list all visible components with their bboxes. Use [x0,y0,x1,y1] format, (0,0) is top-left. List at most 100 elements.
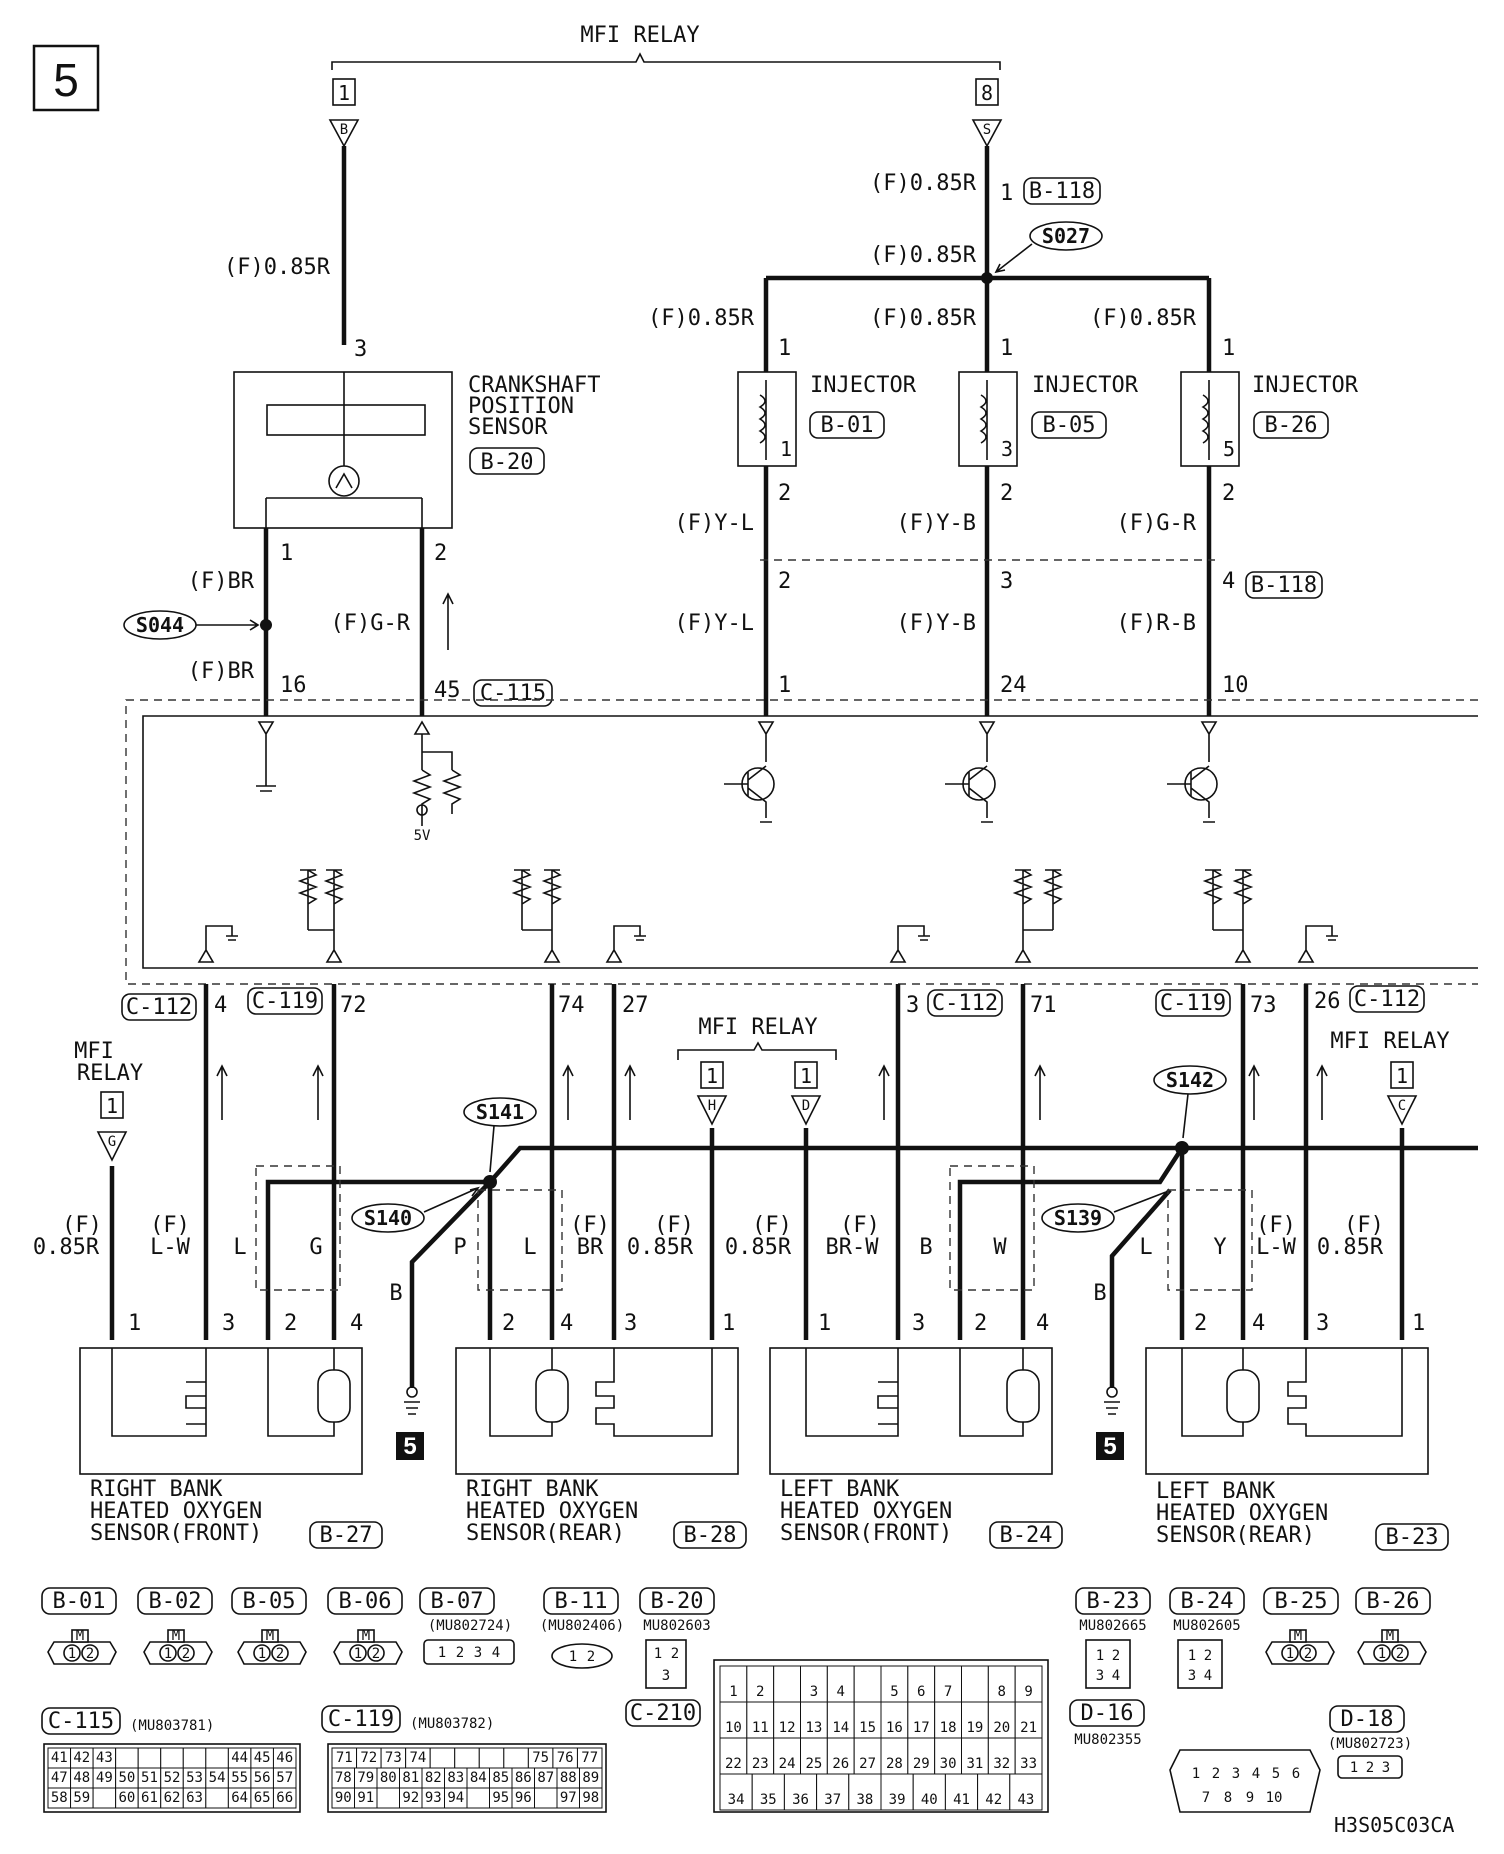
inj1-pin-out: 2 [778,481,791,506]
leg-b20-p1: 1 [654,1646,662,1662]
leg-c119-tag [321,1705,401,1733]
inj2-ecu-pin: 24 [1000,673,1027,698]
ecu-pin-74: 74 [558,993,585,1018]
leg-b07-p1: 1 [438,1645,446,1661]
leg-b07-body [423,1639,515,1665]
leg-c119-cell [466,1787,490,1809]
leg-c115-pin-label: 49 [96,1770,113,1786]
ecu-inner [142,715,1478,969]
ground-right-terminal [1106,1386,1118,1398]
leg-b20-p3: 3 [662,1668,670,1684]
leg-c119-pin-label: 76 [557,1750,574,1766]
injector-3: (F)0.85R 1 5 INJECTOR B-26 2 (F)G-R 4 (F… [1090,278,1359,716]
top-mfi-relay-label: MFI RELAY [580,23,699,48]
relay-mid-num2: 1 [800,1064,812,1088]
leg-c115-pin-label: 53 [186,1770,203,1786]
crank-sensor-element [266,404,426,436]
o2-2-conn-tag [673,1521,747,1549]
o2-4-conn-tag [1375,1523,1449,1551]
o2-2-line2: HEATED OXYGEN [466,1499,638,1524]
inj1-num: 1 [780,437,792,461]
leg-c210-pin-label: 37 [824,1792,841,1808]
leg-b23-p2: 2 [1112,1648,1120,1664]
relay-right-num: 1 [1396,1064,1408,1088]
ground-right-lines [1104,1401,1120,1415]
o2-4-line2: HEATED OXYGEN [1156,1501,1328,1526]
inj3-pin-out: 2 [1222,481,1235,506]
leg-c210-pin-label: 4 [837,1684,845,1700]
leg-c115-cell [160,1747,184,1769]
leg-d16-p9: 9 [1246,1790,1254,1806]
ecu-pin-4: 4 [214,993,227,1018]
leg-c210-pin-label: 30 [940,1756,957,1772]
leg-c210-cell [719,1773,753,1811]
leg-b26: B-26 [1367,1589,1420,1614]
leg-d16-p1: 1 [1192,1766,1200,1782]
o2-sensor-4: 2 4 3 1 LEFT BANK HEATED OXYGEN SENSOR(R… [1145,1311,1449,1551]
leg-b26-tag [1355,1587,1431,1615]
o2-4-conn: B-23 [1386,1525,1439,1550]
leg-c210-cell [1014,1665,1043,1703]
splice-s044-label: S044 [136,613,184,637]
crank-name-line2: POSITION [468,394,574,419]
inj2-label: INJECTOR [1032,373,1139,398]
leg-c115-pin-label: 51 [141,1770,158,1786]
leg-c119-pin-label: 91 [357,1790,374,1806]
leg-b07-p3: 3 [474,1645,482,1661]
wire-ground-left [409,1180,492,1388]
splice-s139-label: S139 [1054,1206,1102,1230]
leg-b01-p2: 2 [86,1646,94,1662]
leg-b06-p1: 1 [354,1646,362,1662]
crank-name-line1: CRANKSHAFT [468,373,600,398]
leg-b02-m: M [172,1628,180,1644]
ecu-c112-right: C-112 [1354,987,1420,1012]
inj1-wire-ecu: (F)Y-L [675,611,754,636]
leg-d16-p10: 10 [1266,1790,1283,1806]
wl-085r-2: 0.85R [627,1235,694,1260]
inj-top-wire2: (F)0.85R [870,243,977,268]
leg-c210-pin-label: 2 [756,1684,764,1700]
leg-d16-p2: 2 [1212,1766,1220,1782]
wl-b-2: B [919,1235,932,1260]
leg-b01: B-01 [53,1589,106,1614]
leg-c119-pin-label: 88 [560,1770,577,1786]
o2-1-line2: HEATED OXYGEN [90,1499,262,1524]
leg-b26-p2: 2 [1396,1646,1404,1662]
crank-ecu-pin16: 16 [280,673,307,698]
injector-1: (F)0.85R 1 1 INJECTOR B-01 2 (F)Y-L 2 (F… [648,278,917,716]
relay-left-line2: RELAY [77,1061,143,1086]
o2-2-pin-d: 1 [722,1311,735,1336]
leg-c119-pin-label: 84 [470,1770,487,1786]
leg-c210-pin-label: 18 [940,1720,957,1736]
leg-c210-pin-label: 6 [917,1684,925,1700]
splice-s142-pointer [1182,1093,1189,1139]
wl-085r-1: 0.85R [33,1235,100,1260]
relay-mid-box2 [794,1061,818,1089]
o2-4-pin-c: 3 [1316,1311,1329,1336]
o2-3-conn: B-24 [1000,1523,1053,1548]
wl-g-1: G [309,1235,322,1260]
leg-c119: C-119 [328,1707,394,1732]
leg-b24: B-24 [1181,1589,1234,1614]
leg-b02-p2: 2 [182,1646,190,1662]
leg-b11-part: (MU802406) [540,1618,624,1634]
leg-c210-cell [880,1701,909,1739]
relay-mid-num1: 1 [706,1064,718,1088]
o2-3-heater [1006,1369,1040,1423]
o2-1-heater [317,1369,351,1423]
wl-p-1: P [453,1235,466,1260]
leg-b07-part: (MU802724) [428,1618,512,1634]
wl-y-1: Y [1213,1235,1226,1260]
inj2-pin-in: 1 [1000,336,1013,361]
splice-s139 [1041,1203,1115,1233]
ecu-pin72-heater [297,869,345,963]
bottom-wire-labels: (F) 0.85R (F) L-W L G B P L (F) BR (F) 0… [33,1213,1384,1306]
leg-c119-cell [534,1787,558,1809]
inj3-coil [1201,380,1210,460]
splice-s141-dot [483,1175,497,1189]
inj1-pin-in: 1 [778,336,791,361]
leg-d16-part: MU802355 [1074,1732,1141,1748]
leg-c119-pin-label: 82 [425,1770,442,1786]
leg-b07-p2: 2 [456,1645,464,1661]
